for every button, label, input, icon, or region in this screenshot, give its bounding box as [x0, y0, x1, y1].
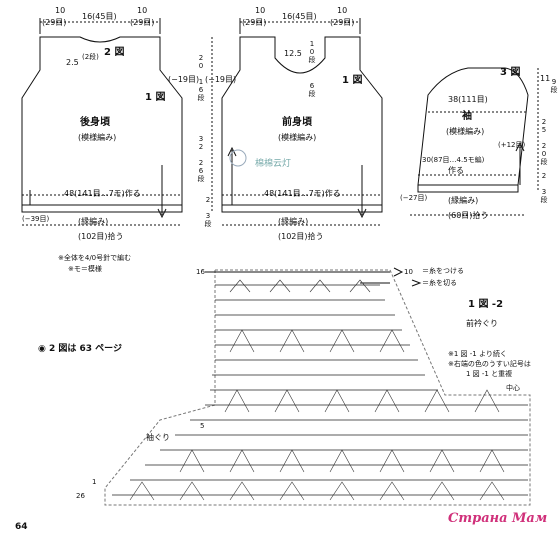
back-title: 後身頃 — [80, 117, 110, 128]
back-side-decrease: (−19目) — [168, 75, 200, 84]
sleeve-cast-on: 作る — [448, 166, 464, 175]
front-dim-left-29: (29目) — [242, 18, 267, 27]
chart-note-overlap: 1 図 -1 と重複 — [466, 370, 513, 378]
back-fig2-label: 2 図 — [104, 47, 125, 58]
chart-center-label: 中心 — [506, 384, 520, 392]
chart-row-5: 5 — [200, 422, 205, 430]
sleeve-bottom-width: 30(87目…4.5モ編) — [422, 156, 485, 164]
note-needle: ※全体を4/0号針で編む — [58, 254, 132, 262]
front-edging: (縁編み) — [278, 217, 309, 226]
back-dim-right-29: (29目) — [130, 18, 155, 27]
chart-note-light-symbols: ※右端の色のうすい記号は — [448, 360, 531, 368]
armhole-label: 袖ぐり — [146, 433, 170, 442]
back-border-decrease: (−39目) — [22, 215, 50, 223]
back-dim-neck: 16(45目) — [82, 12, 117, 21]
back-fig1-label: 1 図 — [145, 92, 166, 103]
legend-yarn-cut: ＝糸を切る — [422, 279, 457, 287]
front-side-decrease: (−19目) — [205, 75, 237, 84]
back-neck-depth: 2.5 — [66, 58, 79, 67]
note-motif: ※モ＝模様 — [68, 265, 102, 273]
sleeve-cap-height: 11 — [540, 74, 551, 83]
front-dim-body: 32 26段 — [197, 135, 205, 182]
front-dim-right-10: 10 — [337, 6, 348, 15]
front-fig1-label: 1 図 — [342, 75, 363, 86]
front-title: 前身頃 — [282, 117, 312, 128]
stitch-rows — [112, 284, 528, 496]
sleeve-outline — [417, 67, 529, 186]
back-neck-rows: (2段) — [82, 53, 99, 61]
front-neck-rows-6: 6段 — [308, 82, 316, 97]
stitch-fans — [129, 279, 505, 501]
sleeve-body-dim: 25 20段 — [540, 118, 548, 165]
back-pickup: (102目)拾う — [78, 232, 124, 241]
front-dim-neck: 16(45目) — [282, 12, 317, 21]
back-edging-band — [21, 204, 183, 213]
sleeve-fig3-label: 3 図 — [500, 67, 521, 78]
front-dim-edging: 2 3段 — [204, 196, 212, 227]
sleeve-edging-band — [417, 184, 519, 193]
chart-title: 1 図 -2 — [468, 299, 504, 310]
sleeve-pickup: (60目)拾う — [448, 211, 489, 220]
page-number: 64 — [15, 522, 28, 532]
chart-note-continue: ※1 図 -1 より続く — [448, 350, 507, 358]
site-watermark: Страна Мам — [448, 511, 548, 526]
legend-yarn-attach: ＝糸をつける — [422, 267, 464, 275]
chart-subtitle: 前衿ぐり — [466, 319, 498, 328]
watermark-logo — [229, 149, 247, 167]
sleeve-edging-dim: 2 3段 — [540, 172, 548, 203]
sleeve-top-width: 38(111目) — [448, 95, 488, 104]
front-dim-right-29: (29目) — [330, 18, 355, 27]
front-dim-armhole: 20 16段 — [197, 54, 205, 101]
front-dim-left-10: 10 — [255, 6, 266, 15]
chart-row-26: 26 — [76, 492, 85, 500]
front-edging-band — [221, 204, 383, 213]
page-reference: ◉ 2 図は 63 ページ — [38, 344, 122, 354]
sleeve-title: 袖 — [462, 111, 472, 122]
front-bottom-cast-on: 48(141目…7モ)作る — [264, 189, 341, 198]
front-neck-width: 12.5 — [284, 49, 302, 58]
chart-outline — [104, 269, 531, 506]
front-neck-rows-10: 10段 — [308, 40, 316, 63]
front-pickup: (102目)拾う — [278, 232, 324, 241]
back-dim-right-10: 10 — [137, 6, 148, 15]
front-pattern: (模様編み) — [278, 133, 317, 142]
sleeve-cap-rows: 9段 — [550, 78, 558, 93]
sleeve-increase: (+12目) — [498, 141, 526, 149]
chart-row-10: 10 — [404, 268, 413, 276]
chart-row-1: 1 — [92, 478, 97, 486]
chart-row-16: 16 — [196, 268, 205, 276]
back-bottom-cast-on: 48(141目…7モ)作る — [64, 189, 141, 198]
back-dim-left-29: (29目) — [42, 18, 67, 27]
sleeve-decrease: (−27目) — [400, 194, 428, 202]
sleeve-pattern: (模様編み) — [446, 127, 485, 136]
back-edging: (縁編み) — [78, 217, 109, 226]
front-watermark: 棉棉云灯 — [255, 159, 292, 169]
back-pattern: (模様編み) — [78, 133, 117, 142]
sleeve-edging: (縁編み) — [448, 196, 479, 205]
back-dim-left-10: 10 — [55, 6, 66, 15]
